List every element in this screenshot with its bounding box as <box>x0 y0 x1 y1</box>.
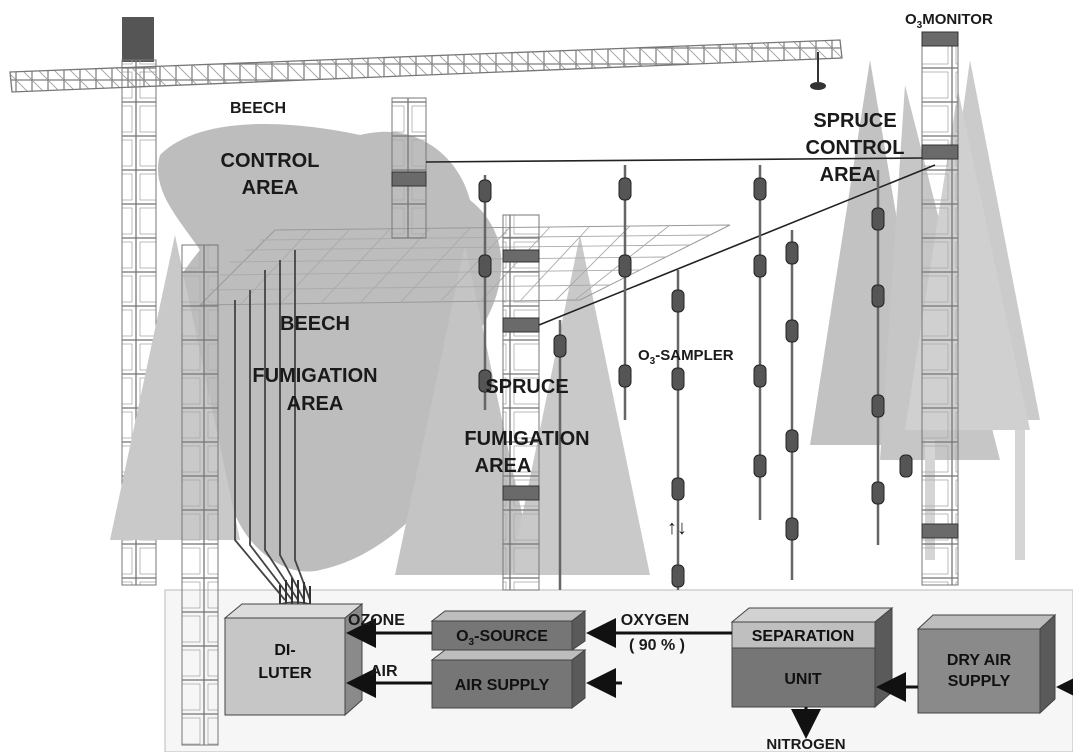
oxygen-label: OXYGEN <box>621 612 689 629</box>
air-label: AIR <box>370 663 398 680</box>
air-supply-box: AIR SUPPLY <box>432 650 585 708</box>
beech-fumigation-label-1: BEECH <box>280 313 350 335</box>
spruce-fumigation-label-1: SPRUCE <box>485 376 568 398</box>
spruce-control-label-2: CONTROL <box>806 137 905 159</box>
spruce-control-label-3: AREA <box>820 164 877 186</box>
beech-control-label-1: BEECH <box>230 100 286 117</box>
nitrogen-label: NITROGEN <box>766 736 845 752</box>
air-supply-label: AIR SUPPLY <box>455 677 550 694</box>
separation-unit-box: SEPARATION UNIT <box>732 608 892 707</box>
diluter-box: DI- LUTER <box>225 604 362 715</box>
beech-control-label-3: AREA <box>242 177 299 199</box>
beech-control-label-2: CONTROL <box>221 150 320 172</box>
dry-air-label-1: DRY AIR <box>947 652 1012 669</box>
unit-label: UNIT <box>784 671 822 688</box>
beech-fumigation-label-3: AREA <box>287 393 344 415</box>
diluter-label-2: LUTER <box>258 665 312 682</box>
ozone-label: OZONE <box>348 612 405 629</box>
oxygen-percent-label: ( 90 % ) <box>629 637 685 654</box>
spruce-fumigation-label-3: AREA <box>475 455 532 477</box>
beech-fumigation-label-2: FUMIGATION <box>252 365 377 387</box>
spruce-fumigation-label-2: FUMIGATION <box>464 428 589 450</box>
o3-sampler-label: O3-SAMPLER <box>638 347 734 367</box>
up-down-arrows: ↑↓ <box>667 517 687 539</box>
o3-source-box: O3-SOURCE <box>432 611 585 650</box>
spruce-control-label-1: SPRUCE <box>813 110 896 132</box>
dry-air-label-2: SUPPLY <box>948 673 1011 690</box>
diluter-label-1: DI- <box>274 642 295 659</box>
dry-air-supply-box: DRY AIR SUPPLY <box>918 615 1055 713</box>
separation-label: SEPARATION <box>752 628 855 645</box>
o3-monitor-label: O3MONITOR <box>905 11 993 31</box>
